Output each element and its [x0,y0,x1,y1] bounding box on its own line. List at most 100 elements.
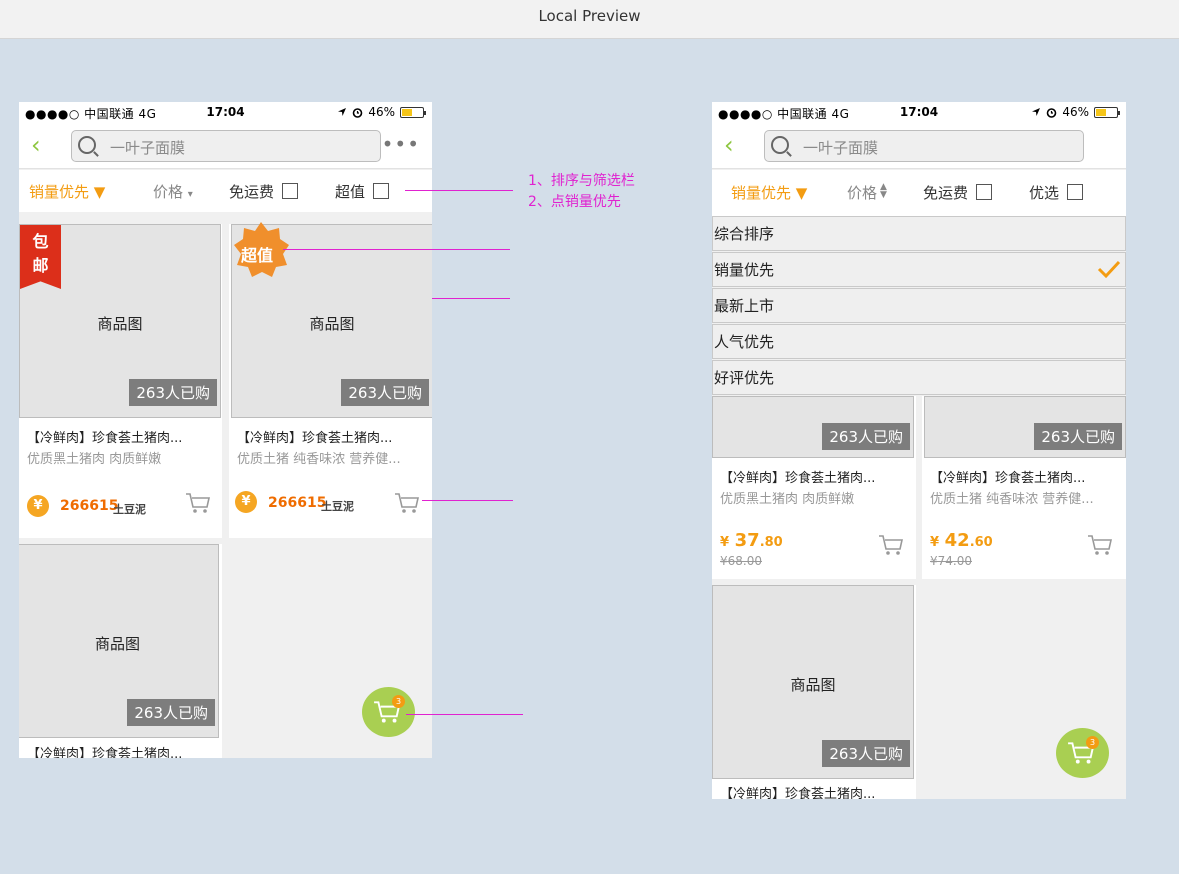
price-sort-arrows-icon: ▲▼ [880,182,887,200]
sort-option-label: 最新上市 [714,297,775,315]
location-icon [338,108,347,116]
add-to-cart-icon[interactable] [1087,534,1113,556]
add-to-cart-icon[interactable] [394,492,420,514]
product-image: 商品图 263人已购 [19,224,221,418]
search-placeholder: 一叶子面膜 [803,139,879,157]
alarm-icon [353,107,363,118]
sold-count: 263人已购 [127,699,215,726]
annotation-line-2: 2、点销量优先 [528,194,621,210]
annotation-line-image [432,298,510,299]
add-to-cart-icon[interactable] [878,534,904,556]
product-image-label: 商品图 [94,635,140,654]
value-checkbox[interactable] [373,183,390,199]
search-icon [78,136,96,154]
preferred-filter[interactable]: 优选 [1029,182,1084,203]
product-title: 【冷鲜肉】珍食荟土猪肉... [27,747,183,758]
filter-bar: 销量优先 ▼ 价格 ▾ 免运费 超值 [19,170,432,212]
product-subtitle: 优质土猪 纯香味浓 营养健... [237,452,401,467]
value-label: 超值 [335,183,366,201]
product-image-label: 商品图 [97,315,143,334]
status-bar: ●●●●○ 中国联通 4G 17:04 46% [19,102,432,124]
product-title: 【冷鲜肉】珍食荟土猪肉... [27,431,183,446]
floating-cart-button[interactable]: 3 [362,687,415,737]
sort-option-label: 人气优先 [714,333,775,351]
original-price: ¥74.00 [930,554,972,568]
currency-symbol: ¥ [720,535,730,550]
value-filter[interactable]: 超值 [335,181,390,202]
carrier-label: ●●●●○ 中国联通 4G [25,107,157,121]
preferred-checkbox[interactable] [1067,184,1084,200]
status-right: 46% [1031,105,1120,119]
product-title: 【冷鲜肉】珍食荟土猪肉... [930,471,1086,486]
sort-option-label: 销量优先 [714,261,775,279]
value-badge-text: 超值 [241,246,274,265]
add-to-cart-icon[interactable] [185,492,211,514]
sort-option-label: 好评优先 [714,369,775,387]
product-card[interactable]: 商品图 263人已购 包 邮 【冷鲜肉】珍食荟土猪肉... 优质黑土猪肉 肉质鲜… [19,224,222,538]
product-subtitle: 优质黑土猪肉 肉质鲜嫩 [27,452,162,467]
sold-count: 263人已购 [341,379,429,406]
sort-option-popular[interactable]: 人气优先 [712,324,1126,359]
price-decimal: .80 [759,535,783,550]
sort-sales-button[interactable]: 销量优先 ▼ [731,184,808,202]
product-card[interactable]: 商品图 263人已购 【冷鲜肉】珍食荟土猪肉... [712,585,916,799]
preferred-label: 优选 [1029,184,1060,202]
search-placeholder: 一叶子面膜 [110,139,186,157]
sort-sales-button[interactable]: 销量优先 ▼ [29,183,106,201]
sort-option-comprehensive[interactable]: 综合排序 [712,216,1126,251]
status-right: 46% [337,105,426,119]
free-shipping-filter[interactable]: 免运费 [923,182,993,203]
sort-option-sales[interactable]: 销量优先 [712,252,1126,287]
product-image: 商品图 263人已购 [712,585,914,779]
product-card[interactable]: 商品图 263人已购 【冷鲜肉】珍食荟土猪肉... [19,544,222,758]
sort-dropdown-menu: 综合排序 销量优先 最新上市 人气优先 好评优先 [712,216,1126,396]
product-title: 【冷鲜肉】珍食荟土猪肉... [720,471,876,486]
price-arrow-icon: ▾ [187,189,193,200]
points-coin-icon: ¥ [27,495,49,517]
free-shipping-label: 免运费 [229,183,275,201]
free-shipping-checkbox[interactable] [976,184,993,200]
sort-price-button[interactable]: 价格 ▾ [153,181,193,202]
product-subtitle: 优质土猪 纯香味浓 营养健... [930,492,1094,507]
back-chevron-icon[interactable]: ‹ [31,131,41,159]
annotation-line-filter [405,190,513,191]
current-price: ¥ 42.60 [930,530,993,551]
sort-option-rating[interactable]: 好评优先 [712,360,1126,395]
product-card[interactable]: 商品图 263人已购 超值 【冷鲜肉】珍食荟土猪肉... 优质土猪 纯香味浓 营… [229,222,432,538]
free-shipping-ribbon: 包 邮 [20,225,61,289]
price-integer: 42 [944,530,970,551]
cart-count-badge: 3 [392,695,405,708]
price-label: 价格 [153,183,184,201]
value-badge-icon [234,222,289,277]
back-chevron-icon[interactable]: ‹ [724,131,734,159]
points-unit: 土豆泥 [321,500,354,513]
battery-percent: 46% [1062,105,1089,119]
checkmark-icon [1097,260,1121,279]
points-value: 266615 [268,495,327,511]
location-icon [1032,108,1041,116]
free-shipping-filter[interactable]: 免运费 [229,181,299,202]
more-dots-icon[interactable]: ••• [381,132,420,156]
free-shipping-checkbox[interactable] [282,183,299,199]
annotation-line-badge [283,249,510,250]
sold-count: 263人已购 [129,379,217,406]
battery-icon [400,106,426,118]
product-card[interactable]: 263人已购 【冷鲜肉】珍食荟土猪肉... 优质土猪 纯香味浓 营养健... ¥… [922,396,1126,579]
annotation-line-float-cart [406,714,523,715]
free-shipping-label: 免运费 [923,184,969,202]
sort-price-button[interactable]: 价格▲▼ [847,182,888,203]
sort-option-newest[interactable]: 最新上市 [712,288,1126,323]
sold-count: 263人已购 [822,423,910,450]
sort-option-label: 综合排序 [714,225,775,243]
search-input[interactable]: 一叶子面膜 [71,130,381,162]
product-image-label: 商品图 [790,676,836,695]
product-image: 263人已购 [924,396,1126,458]
search-input[interactable]: 一叶子面膜 [764,130,1084,162]
cart-count-badge: 3 [1086,736,1099,749]
phone-screen-right: ●●●●○ 中国联通 4G 17:04 46% ‹ 一叶子面膜 销量优先 ▼ 价… [712,102,1126,799]
battery-percent: 46% [368,105,395,119]
battery-icon [1094,106,1120,118]
floating-cart-button[interactable]: 3 [1056,728,1109,778]
product-card[interactable]: 263人已购 【冷鲜肉】珍食荟土猪肉... 优质黑土猪肉 肉质鲜嫩 ¥ 37.8… [712,396,916,579]
product-title: 【冷鲜肉】珍食荟土猪肉... [237,431,393,446]
